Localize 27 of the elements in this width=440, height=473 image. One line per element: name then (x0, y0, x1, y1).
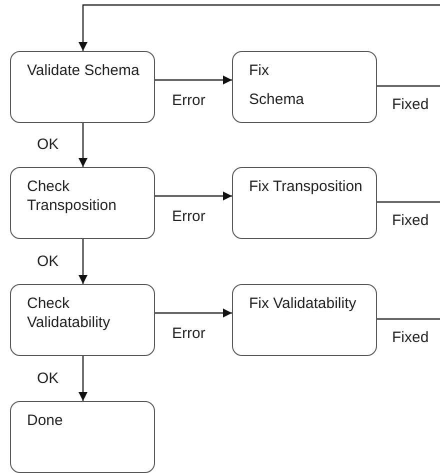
process-box (10, 167, 155, 239)
node-label: Schema (249, 90, 306, 109)
node-label: Validate Schema (27, 61, 140, 80)
arrow (78, 123, 88, 167)
arrow (78, 356, 88, 401)
arrow (155, 192, 232, 200)
process-box (232, 284, 377, 356)
arrow (78, 239, 88, 284)
node-label: Done (27, 411, 64, 430)
node-label: Check Transposition (27, 177, 118, 215)
edge-label: OK (36, 370, 60, 386)
process-box (232, 167, 377, 239)
node-label: Fix (249, 61, 270, 80)
connector-line (377, 85, 440, 87)
connector-line (377, 201, 440, 203)
arrow (78, 4, 440, 51)
connector-line (377, 318, 440, 320)
node-label: Fix Validatability (249, 294, 358, 313)
process-box (232, 51, 377, 123)
end-box (10, 401, 155, 473)
arrow (155, 308, 232, 318)
arrow (155, 76, 232, 84)
process-box (10, 51, 155, 123)
process-box (10, 284, 155, 356)
node-label: Fix Transposition (249, 177, 364, 196)
node-label: Check Validatability (27, 294, 112, 332)
edge-label: OK (36, 252, 60, 270)
